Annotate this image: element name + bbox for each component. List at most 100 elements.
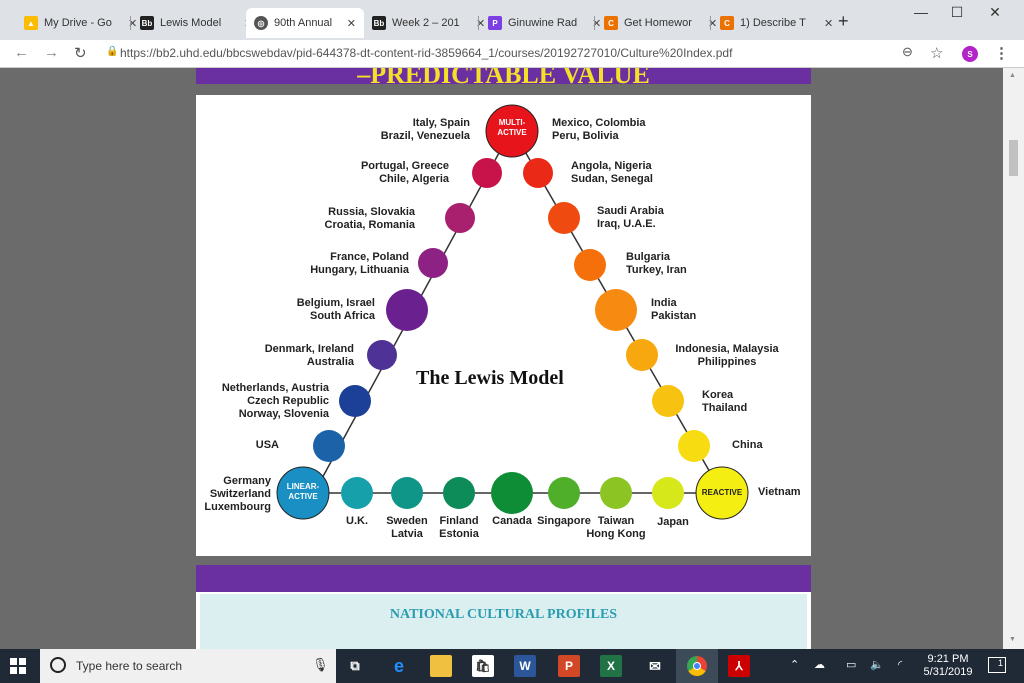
lewis-model-diagram [276,104,749,520]
excel-icon[interactable]: X [600,655,622,677]
bottom-edge-circles [341,472,684,514]
label-saudi: Saudi Arabia Iraq, U.A.E. [597,205,664,230]
label-portugal: Portugal, Greece Chile, Algeria [360,160,449,185]
tab-my-drive[interactable]: ▲ My Drive - Go ✕ [16,8,145,38]
notification-center-icon[interactable]: 1 [988,657,1006,673]
wifi-icon[interactable]: ◜ [898,659,903,671]
url-field[interactable]: https://bb2.uhd.edu/bbcswebdav/pid-64437… [120,46,733,60]
node-uk [341,477,373,509]
close-icon[interactable]: ✕ [476,17,486,30]
chrome-taskbar-active[interactable] [676,649,718,683]
tab-describe[interactable]: C 1) Describe T ✕ [712,8,841,38]
pandora-icon: P [488,16,502,30]
tab-label: 90th Annual [274,17,333,29]
left-edge-circles [313,158,502,462]
close-icon[interactable]: ✕ [346,17,356,30]
reload-icon[interactable]: ↻ [74,45,87,62]
word-icon[interactable]: W [514,655,536,677]
label-uk: U.K. [346,515,368,527]
tab-ginuwine[interactable]: P Ginuwine Rad ✕ [480,8,609,38]
forward-arrow-icon[interactable]: → [44,44,59,61]
label-france: France, Poland Hungary, Lithuania [310,251,409,276]
new-tab-button[interactable]: + [838,11,849,31]
tab-week-2[interactable]: Bb Week 2 – 201 ✕ [364,8,493,38]
tab-label: Get Homewor [624,17,692,29]
scroll-up-icon[interactable]: ▲ [1009,72,1016,79]
close-icon[interactable]: ✕ [592,17,602,30]
node-usa [313,430,345,462]
label-indonesia: Indonesia, Malaysia Philippines [675,343,779,368]
vertical-scrollbar[interactable]: ▲ ▼ [1003,68,1024,649]
tray-chevron-icon[interactable]: ⌃ [790,659,800,671]
tab-90th-annual[interactable]: ◎ 90th Annual ✕ [246,8,364,38]
scroll-down-icon[interactable]: ▼ [1009,636,1016,643]
right-edge-circles [523,158,710,462]
close-icon[interactable]: ✕ [708,17,718,30]
powerpoint-icon[interactable]: P [558,655,580,677]
label-finland: Finland Estonia [439,515,479,540]
node-angola [523,158,553,188]
node-russia [445,203,475,233]
node-canada [491,472,533,514]
slide-banner [196,565,811,592]
windows-start-icon[interactable] [10,658,26,674]
minimize-button[interactable]: — [914,4,928,20]
label-russia: Russia, Slovakia Croatia, Romania [324,206,415,231]
clock-time: 9:21 PM [927,653,969,665]
microphone-icon[interactable]: 🎙 [312,657,329,672]
tab-get-homework[interactable]: C Get Homewor ✕ [596,8,725,38]
node-france [418,248,448,278]
node-korea [652,385,684,417]
acrobat-icon[interactable]: ⅄ [728,655,750,677]
node-india [595,289,637,331]
slide-banner: –PREDICTABLE VALUE [196,68,811,84]
google-drive-icon: ▲ [24,16,38,30]
label-korea: Korea Thailand [702,389,748,414]
chegg-icon: C [604,16,618,30]
file-explorer-icon[interactable] [430,655,452,677]
next-slide-title: NATIONAL CULTURAL PROFILES [389,607,618,622]
onedrive-icon[interactable]: ☁ [814,659,825,671]
label-netherlands: Netherlands, Austria Czech Republic Norw… [221,382,329,420]
label-angola: Angola, Nigeria Sudan, Senegal [571,160,653,185]
battery-icon[interactable]: ▭ [846,659,857,671]
tab-label: Week 2 – 201 [392,17,460,29]
cortana-icon [50,657,66,673]
label-india: India Pakistan [651,297,697,322]
volume-icon[interactable]: 🔈 [870,659,884,671]
pdf-viewer: –PREDICTABLE VALUE [0,68,1003,649]
node-denmark [367,340,397,370]
close-window-button[interactable]: ✕ [989,4,1001,20]
browser-tab-strip: ▲ My Drive - Go ✕ Bb Lewis Model ✕ ◎ 90t… [0,0,1024,40]
edge-icon[interactable]: e [393,655,404,676]
bookmark-star-icon[interactable]: ☆ [930,45,944,62]
windows-taskbar: Type here to search 🎙 ⧉ e 🛍 W P X ✉ ⅄ ⌃ … [0,649,1024,683]
chegg-icon: C [720,16,734,30]
back-arrow-icon[interactable]: ← [14,44,29,61]
menu-dots-icon[interactable]: ⋮ [994,45,1009,62]
profile-avatar[interactable]: S [962,46,978,62]
store-icon[interactable]: 🛍 [472,655,494,677]
label-china: China [732,439,763,451]
node-multi-active [485,104,539,158]
maximize-button[interactable]: ☐ [950,4,964,20]
scrollbar-thumb[interactable] [1009,140,1018,176]
diagram-title: The Lewis Model [416,367,564,389]
node-bulgaria [574,249,606,281]
zoom-icon[interactable]: ⊖ [902,44,913,59]
node-saudi [548,202,580,234]
label-belgium: Belgium, Israel South Africa [296,297,375,322]
tab-label: 1) Describe T [740,17,806,29]
close-icon[interactable]: ✕ [128,17,138,30]
taskbar-search-box[interactable]: Type here to search 🎙 [40,649,336,683]
node-japan [652,477,684,509]
task-view-icon[interactable]: ⧉ [350,658,360,673]
node-china [678,430,710,462]
tab-lewis-model[interactable]: Bb Lewis Model ✕ [132,8,261,38]
node-netherlands [339,385,371,417]
mail-icon[interactable]: ✉ [649,657,661,674]
taskbar-clock[interactable]: 9:21 PM 5/31/2019 [918,653,978,679]
close-icon[interactable]: ✕ [824,17,834,30]
node-singapore [548,477,580,509]
tab-divider [594,16,595,30]
